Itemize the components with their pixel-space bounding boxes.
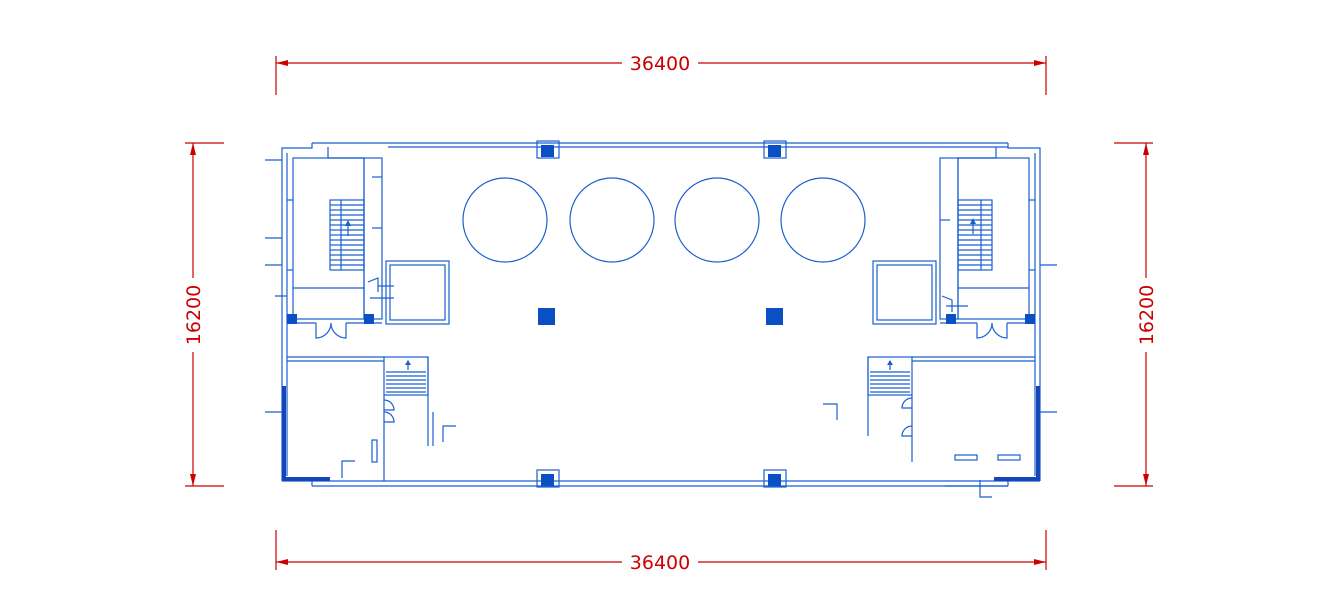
right-stair-arrow xyxy=(970,218,976,234)
right-lower-stair-arrow xyxy=(887,360,893,370)
left-entry-double-door xyxy=(315,322,347,339)
tanks xyxy=(462,177,866,263)
column xyxy=(541,145,554,157)
tank-1 xyxy=(462,177,548,263)
column xyxy=(287,314,297,324)
column xyxy=(364,314,374,324)
right-stair-core xyxy=(939,157,1035,320)
wall-ticks xyxy=(265,159,1057,413)
dimension-right: 16200 xyxy=(1114,142,1158,487)
left-stair xyxy=(329,199,365,271)
column xyxy=(768,145,781,157)
column xyxy=(1025,314,1035,324)
dimension-left-label: 16200 xyxy=(183,285,205,345)
left-stair-arrow xyxy=(345,220,351,236)
left-stair-core xyxy=(287,157,383,320)
column xyxy=(946,314,956,324)
right-stair xyxy=(957,199,993,271)
dimension-right-label: 16200 xyxy=(1136,285,1158,345)
tank-2 xyxy=(569,177,655,263)
dimension-top: 36400 xyxy=(275,53,1047,95)
column xyxy=(768,474,781,486)
tank-4 xyxy=(780,177,866,263)
columns xyxy=(287,140,1035,488)
column xyxy=(538,308,555,325)
dimension-bottom-label: 36400 xyxy=(630,552,690,574)
left-equipment-room xyxy=(367,260,450,325)
right-entry-double-door xyxy=(976,322,1008,339)
column xyxy=(766,308,783,325)
left-lower-rooms xyxy=(287,356,456,481)
right-lower-rooms xyxy=(823,356,1035,498)
dimension-bottom: 36400 xyxy=(275,530,1047,574)
dimension-left: 16200 xyxy=(183,142,224,487)
dimension-top-label: 36400 xyxy=(630,53,690,75)
left-lower-stair-arrow xyxy=(405,360,411,370)
left-lower-stair xyxy=(386,371,426,393)
column xyxy=(541,474,554,486)
right-equipment-room xyxy=(872,260,968,325)
tank-3 xyxy=(674,177,760,263)
right-lower-stair xyxy=(870,371,910,393)
outer-walls xyxy=(281,142,1041,487)
